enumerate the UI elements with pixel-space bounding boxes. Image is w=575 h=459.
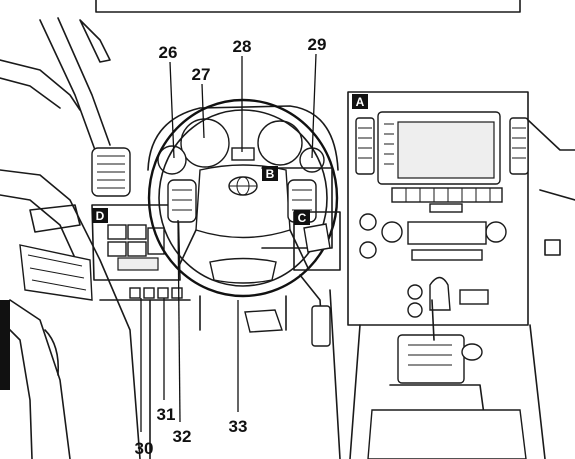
left-door-panel	[0, 17, 141, 459]
callout-32: 32	[173, 427, 192, 446]
left-air-vent	[91, 147, 131, 197]
lower-console	[349, 299, 546, 459]
area-label-d-text: D	[96, 209, 105, 223]
area-label-b: B	[262, 166, 278, 181]
combination-switch-area-c	[293, 211, 341, 331]
callout-26: 26	[159, 43, 178, 62]
top-frame	[95, 0, 521, 13]
callout-29: 29	[308, 35, 327, 54]
area-label-c-text: C	[298, 211, 307, 225]
callout-28: 28	[233, 37, 252, 56]
pedals	[149, 289, 341, 459]
leader-lines	[140, 53, 317, 432]
instrument-cluster	[147, 105, 339, 175]
area-label-a: A	[352, 94, 368, 109]
steering-wheel	[147, 98, 339, 298]
callout-33: 33	[229, 417, 248, 436]
steering-switch-area-b	[261, 167, 333, 249]
center-console-a	[347, 91, 529, 326]
area-label-c: C	[294, 210, 310, 225]
callout-30: 30	[135, 439, 154, 458]
area-label-b-text: B	[266, 167, 275, 181]
area-label-d: D	[92, 208, 108, 223]
callout-31: 31	[157, 405, 176, 424]
right-door	[527, 119, 575, 256]
callout-27: 27	[192, 65, 211, 84]
area-label-a-text: A	[356, 95, 365, 109]
